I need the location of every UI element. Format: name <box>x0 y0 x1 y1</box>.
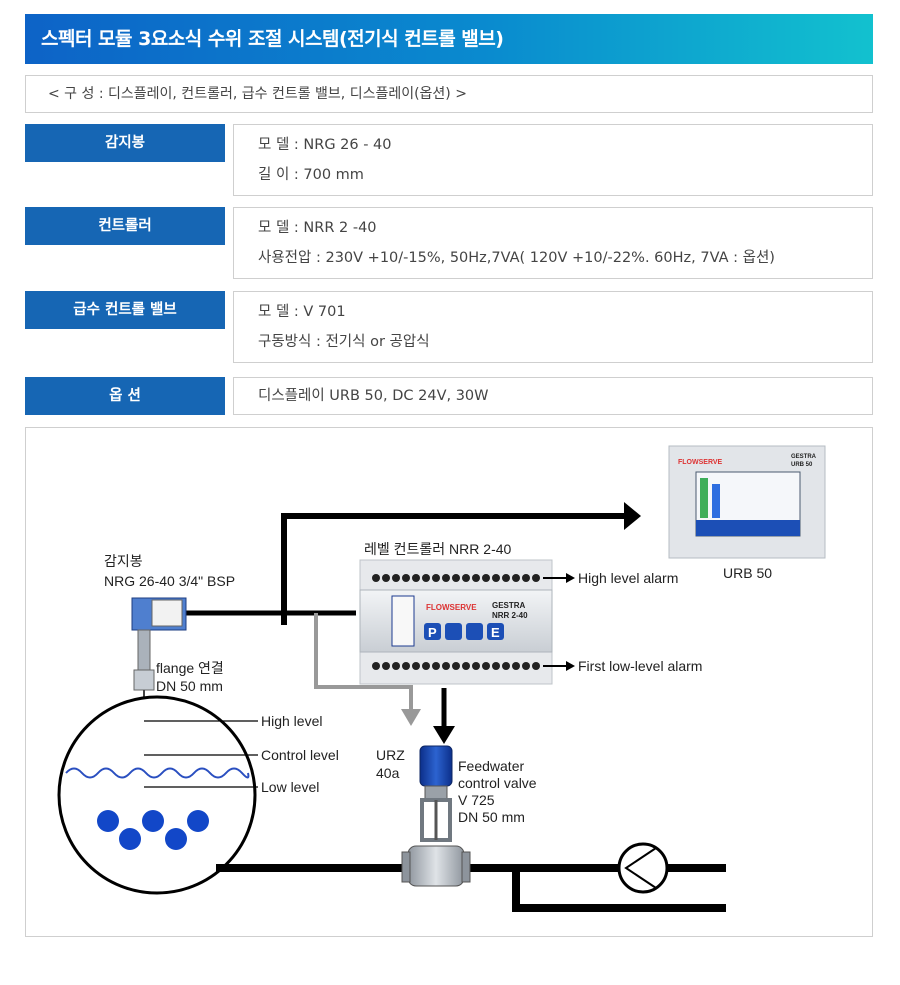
actuator-label-1: URZ <box>376 747 405 763</box>
spec-label-sensor: 감지봉 <box>25 124 225 162</box>
spec-line: 디스플레이 URB 50, DC 24V, 30W <box>258 388 489 404</box>
display-button-row[interactable] <box>696 520 800 536</box>
arrow-actuator-icon <box>401 709 421 726</box>
spec-box-controller: 모 델 : NRR 2 -40 사용전압 : 230V +10/-15%, 50… <box>233 207 873 279</box>
display-label: URB 50 <box>723 565 772 581</box>
display-bar-blue <box>712 484 720 518</box>
controller-label: 레벨 컨트롤러 NRR 2-40 <box>364 541 512 557</box>
valve-flange-left <box>401 851 411 883</box>
level-low-label: Low level <box>261 779 319 795</box>
controller-key-p-label: P <box>428 625 437 640</box>
controller-key-down[interactable] <box>466 623 483 640</box>
controller-level-indicator <box>391 595 415 647</box>
valve-label-3: V 725 <box>458 792 495 808</box>
controller-key-e-label: E <box>491 625 500 640</box>
controller-brand: FLOWSERVE <box>426 603 477 612</box>
arrow-low-alarm-icon <box>566 661 575 671</box>
arrow-display-icon <box>624 502 641 530</box>
spec-box-option: 디스플레이 URB 50, DC 24V, 30W <box>233 377 873 415</box>
actuator-label-2: 40a <box>376 765 400 781</box>
controller-key-p[interactable] <box>424 623 441 640</box>
system-diagram: FLOWSERVE GESTRA NRR 2-40 P E High level… <box>25 427 873 937</box>
low-alarm-label: First low-level alarm <box>578 658 702 674</box>
sensor-flange <box>133 669 155 691</box>
controller-device-model: NRR 2-40 <box>492 611 528 620</box>
valve-flange-right <box>461 851 471 883</box>
sensor-neck <box>137 629 151 671</box>
spec-box-valve: 모 델 : V 701 구동방식 : 전기식 or 공압식 <box>233 291 873 363</box>
spec-line: 구동방식 : 전기식 or 공압식 <box>258 334 430 350</box>
arrow-high-alarm-icon <box>566 573 575 583</box>
sensor-label-plate <box>151 599 183 627</box>
spec-line: 사용전압 : 230V +10/-15%, 50Hz,7VA( 120V +10… <box>258 250 775 266</box>
controller-key-e[interactable] <box>487 623 504 640</box>
spec-label-option: 옵 션 <box>25 377 225 415</box>
high-alarm-label: High level alarm <box>578 570 678 586</box>
water-surface <box>65 767 250 779</box>
valve-label-1: Feedwater <box>458 758 524 774</box>
controller-terminals-bottom <box>372 662 540 670</box>
controller-key-up[interactable] <box>445 623 462 640</box>
display-device-brand: GESTRA <box>791 454 817 460</box>
spec-line: 모 델 : V 701 <box>258 304 346 320</box>
display-brand: FLOWSERVE <box>678 459 723 466</box>
flange-label-1: flange 연결 <box>156 660 224 676</box>
controller-device-brand: GESTRA <box>492 601 526 610</box>
level-control-label: Control level <box>261 747 339 763</box>
diagram-svg: FLOWSERVE GESTRA NRR 2-40 P E High level… <box>57 445 826 912</box>
controller-terminals-top <box>372 574 540 582</box>
spec-line: 모 델 : NRR 2 -40 <box>258 220 377 236</box>
sensor-label-2: NRG 26-40 3/4" BSP <box>104 573 235 589</box>
valve-label-4: DN 50 mm <box>458 809 525 825</box>
arrow-valve-icon <box>433 726 455 744</box>
pump-icon <box>617 842 669 894</box>
controller-front <box>359 589 553 653</box>
composition-note: < 구 성 : 디스플레이, 컨트롤러, 급수 컨트롤 밸브, 디스플레이(옵션… <box>25 75 873 113</box>
signal-line-actuator <box>314 613 413 711</box>
spec-box-sensor: 모 델 : NRG 26 - 40 길 이 : 700 mm <box>233 124 873 196</box>
page-title: 스펙터 모듈 3요소식 수위 조절 시스템(전기식 컨트롤 밸브) <box>25 14 873 64</box>
display-bar-green <box>700 478 708 518</box>
spec-label-valve: 급수 컨트롤 밸브 <box>25 291 225 329</box>
signal-line-display <box>281 513 626 625</box>
level-high-label: High level <box>261 713 322 729</box>
bypass-pipe <box>512 868 726 912</box>
pump-arrow-icon <box>624 847 657 889</box>
steam-bubbles <box>97 810 209 850</box>
valve-actuator <box>419 745 453 787</box>
display-device-model: URB 50 <box>791 462 813 468</box>
flange-label-2: DN 50 mm <box>156 678 223 694</box>
spec-line: 길 이 : 700 mm <box>258 167 364 183</box>
valve-label-2: control valve <box>458 775 537 791</box>
valve-body <box>407 845 465 887</box>
sensor-label-1: 감지봉 <box>104 553 143 569</box>
boiler-drum <box>57 695 257 895</box>
spec-label-controller: 컨트롤러 <box>25 207 225 245</box>
spec-line: 모 델 : NRG 26 - 40 <box>258 137 392 153</box>
valve-coupling <box>424 785 448 801</box>
